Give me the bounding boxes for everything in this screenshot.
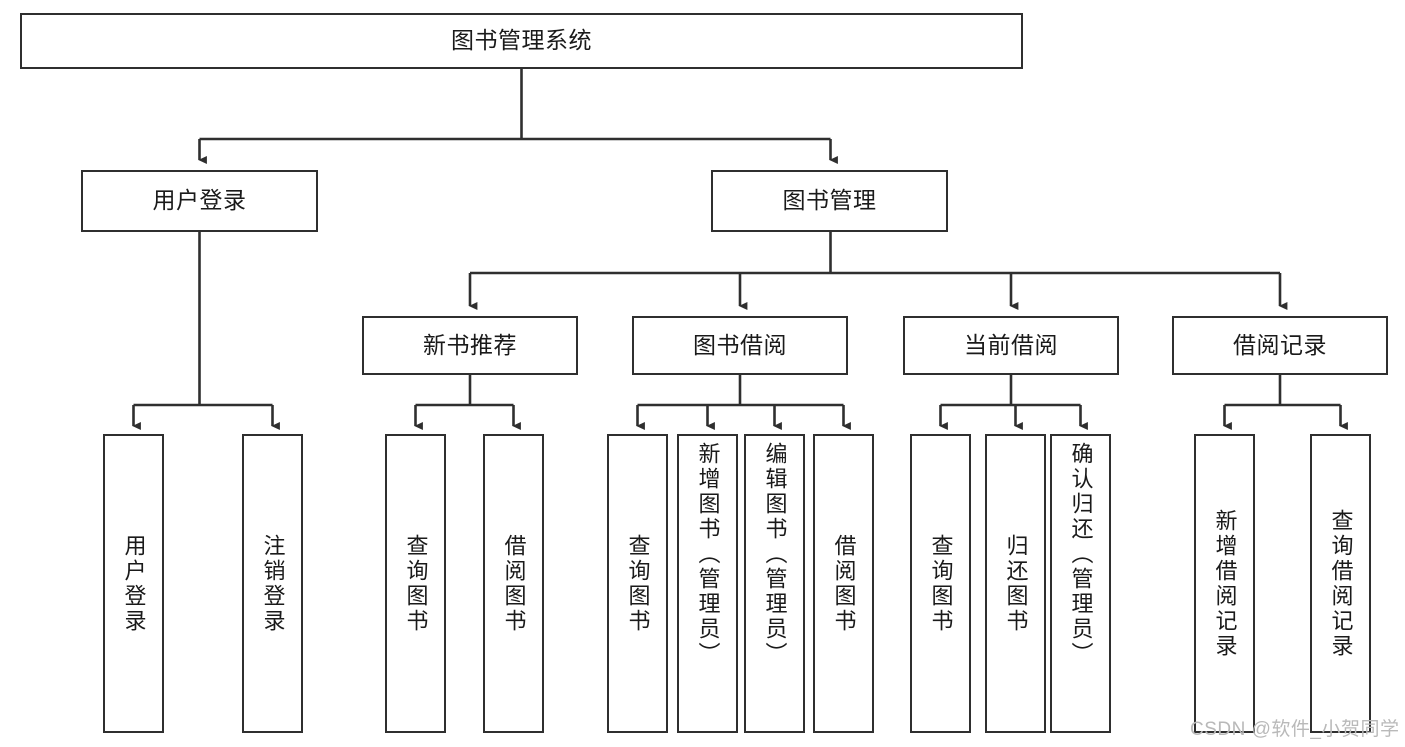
node-leaf-query-record-label: 查询借阅记录 bbox=[1328, 508, 1354, 659]
watermark-text: CSDN @软件_小贺同学 bbox=[1190, 719, 1400, 740]
node-user-login-label: 用户登录 bbox=[152, 187, 247, 214]
node-leaf-add-record[interactable]: 新增借阅记录 bbox=[1194, 434, 1255, 733]
node-leaf-user-login[interactable]: 用户登录 bbox=[103, 434, 164, 733]
node-leaf-return-book[interactable]: 归还图书 bbox=[985, 434, 1046, 733]
node-leaf-logout[interactable]: 注销登录 bbox=[242, 434, 303, 733]
node-leaf-query-book-3[interactable]: 查询图书 bbox=[910, 434, 971, 733]
edges-user-login-to-leaves bbox=[132, 232, 280, 430]
node-leaf-return-book-label: 归还图书 bbox=[1003, 533, 1029, 634]
node-leaf-borrow-book-1[interactable]: 借阅图书 bbox=[483, 434, 544, 733]
node-leaf-borrow-book-2-label: 借阅图书 bbox=[831, 533, 857, 634]
node-leaf-user-login-label: 用户登录 bbox=[121, 533, 147, 634]
node-new-book-rec-label: 新书推荐 bbox=[423, 331, 517, 358]
node-leaf-query-record[interactable]: 查询借阅记录 bbox=[1310, 434, 1371, 733]
node-book-manage[interactable]: 图书管理 bbox=[711, 170, 948, 232]
node-leaf-logout-label: 注销登录 bbox=[260, 533, 286, 634]
node-borrow-record-label: 借阅记录 bbox=[1233, 331, 1327, 358]
node-leaf-borrow-book-2[interactable]: 借阅图书 bbox=[813, 434, 874, 733]
node-current-borrow-label: 当前借阅 bbox=[964, 331, 1058, 358]
node-book-borrow[interactable]: 图书借阅 bbox=[632, 316, 848, 375]
node-user-login[interactable]: 用户登录 bbox=[81, 170, 318, 232]
edges-new-book-rec-to-leaves bbox=[414, 375, 521, 430]
node-leaf-query-book-3-label: 查询图书 bbox=[928, 533, 954, 634]
edges-borrow-record-to-leaves bbox=[1223, 375, 1348, 430]
node-borrow-record[interactable]: 借阅记录 bbox=[1172, 316, 1388, 375]
node-leaf-edit-book[interactable]: 编辑图书（管理员） bbox=[744, 434, 805, 733]
node-leaf-query-book-1-label: 查询图书 bbox=[403, 533, 429, 634]
edges-book-borrow-to-leaves bbox=[636, 375, 851, 430]
node-book-borrow-label: 图书借阅 bbox=[693, 331, 787, 358]
edges-root-to-level2 bbox=[198, 69, 838, 164]
node-leaf-query-book-2-label: 查询图书 bbox=[625, 533, 651, 634]
node-book-manage-label: 图书管理 bbox=[782, 187, 877, 214]
node-root[interactable]: 图书管理系统 bbox=[20, 13, 1023, 69]
node-leaf-add-record-label: 新增借阅记录 bbox=[1212, 508, 1238, 659]
node-leaf-confirm-return-label: 确认归还（管理员） bbox=[1068, 442, 1094, 667]
node-leaf-borrow-book-1-label: 借阅图书 bbox=[501, 533, 527, 634]
node-leaf-confirm-return[interactable]: 确认归还（管理员） bbox=[1050, 434, 1111, 733]
node-new-book-rec[interactable]: 新书推荐 bbox=[362, 316, 578, 375]
node-leaf-query-book-1[interactable]: 查询图书 bbox=[385, 434, 446, 733]
node-leaf-query-book-2[interactable]: 查询图书 bbox=[607, 434, 668, 733]
edges-current-borrow-to-leaves bbox=[939, 375, 1088, 430]
node-leaf-edit-book-label: 编辑图书（管理员） bbox=[762, 442, 788, 667]
node-leaf-add-book-label: 新增图书（管理员） bbox=[695, 442, 721, 667]
node-leaf-add-book[interactable]: 新增图书（管理员） bbox=[677, 434, 738, 733]
node-current-borrow[interactable]: 当前借阅 bbox=[903, 316, 1119, 375]
edges-book-manage-to-level3 bbox=[468, 232, 1288, 310]
node-root-label: 图书管理系统 bbox=[451, 27, 592, 54]
